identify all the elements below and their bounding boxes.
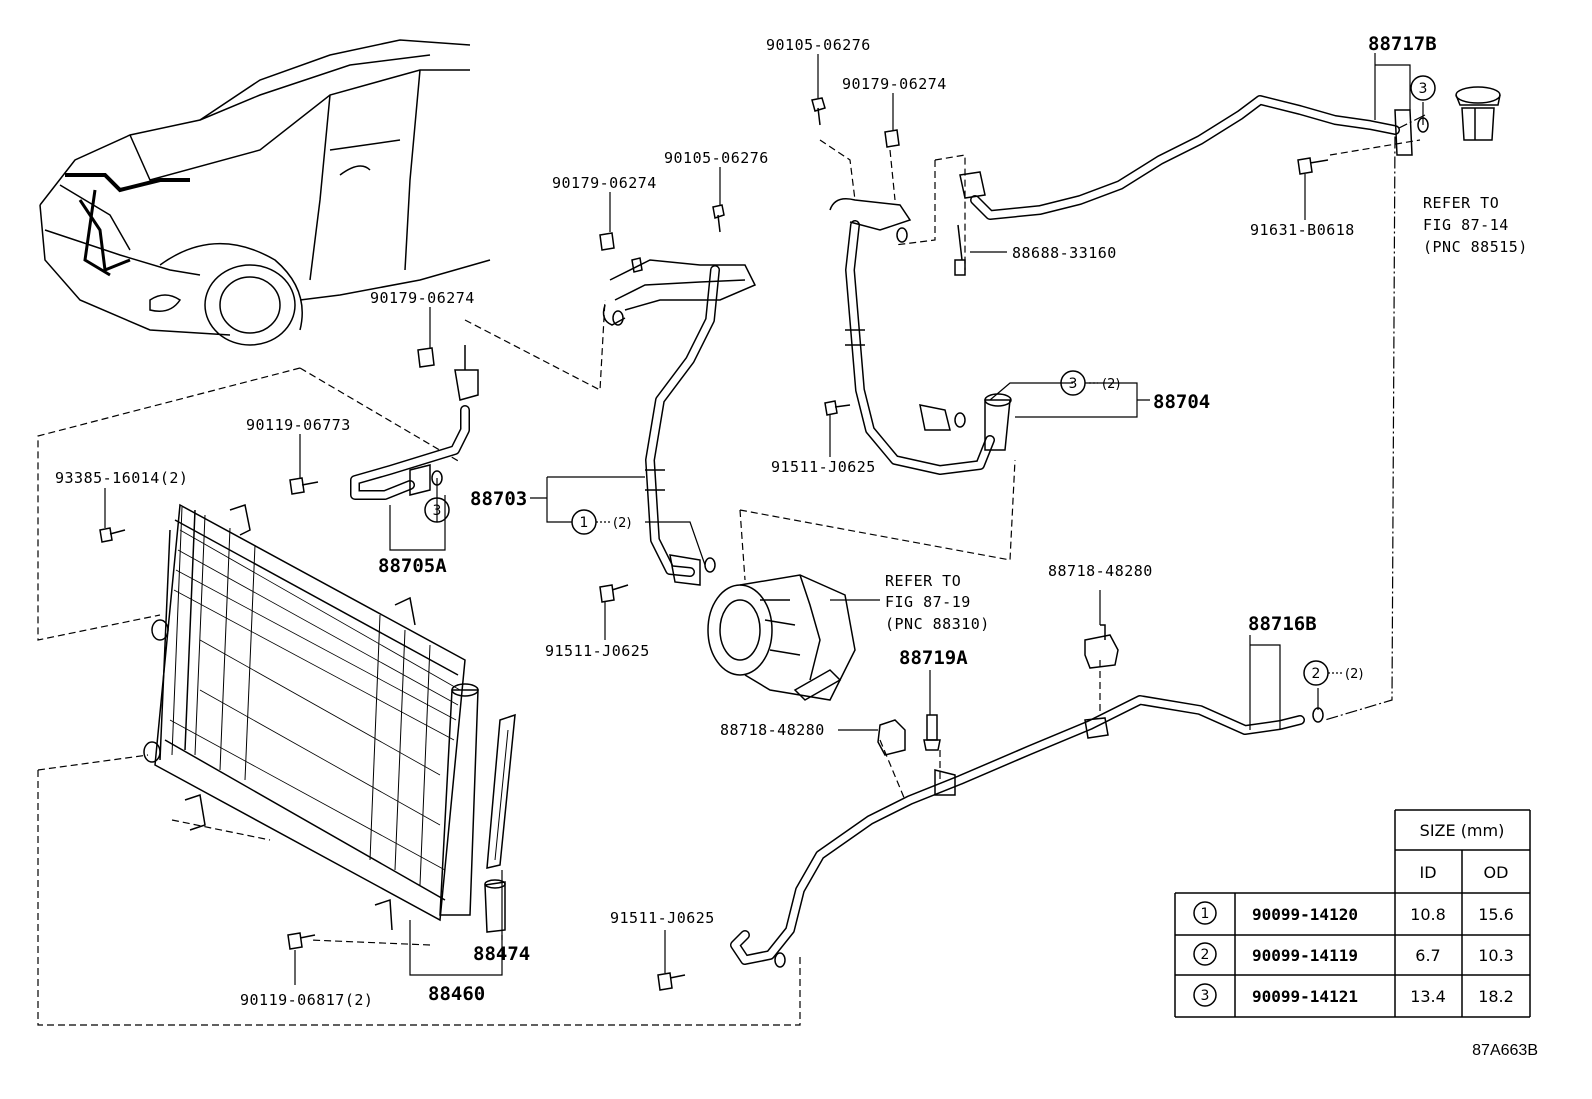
- bolt-icon: [631, 257, 643, 273]
- ref-comp-line2: FIG 87-19: [885, 593, 971, 611]
- bolt-icon: [824, 400, 851, 416]
- circled-marks: 3 3 (2) 1 (2) 3 2 (2): [424, 75, 1436, 686]
- label-88703[interactable]: 88703: [470, 488, 527, 510]
- expansion-valve: [1455, 86, 1501, 141]
- label-90179-06274-top[interactable]: 90179-06274: [842, 75, 947, 93]
- table-row-mark: 1: [1201, 906, 1210, 922]
- qty-88703: (2): [613, 516, 631, 531]
- small-fittings: [877, 224, 1119, 756]
- ref-evap-line1: REFER TO: [1423, 194, 1499, 212]
- label-90119-06817[interactable]: 90119-06817(2): [240, 991, 373, 1009]
- svg-text:3: 3: [1069, 376, 1078, 392]
- table-row-od: 10.3: [1478, 946, 1514, 965]
- label-93385-16014[interactable]: 93385-16014(2): [55, 469, 188, 487]
- svg-text:1: 1: [580, 515, 589, 531]
- label-88717B[interactable]: 88717B: [1368, 33, 1437, 55]
- label-90105-06276-top[interactable]: 90105-06276: [766, 36, 871, 54]
- svg-text:3: 3: [1419, 81, 1428, 97]
- table-row-part[interactable]: 90099-14121: [1252, 987, 1358, 1006]
- ref-evap-line2: FIG 87-14: [1423, 216, 1509, 234]
- label-91511-J0625-bottom[interactable]: 91511-J0625: [610, 909, 715, 927]
- label-91511-J0625-right[interactable]: 91511-J0625: [771, 458, 876, 476]
- vehicle-illustration: [39, 39, 491, 346]
- table-row: 2 90099-14119 6.7 10.3: [1193, 942, 1514, 966]
- table-header-size: SIZE (mm): [1420, 821, 1505, 840]
- ref-note-evaporator: REFER TO FIG 87-14 (PNC 88515): [1423, 194, 1528, 256]
- table-row-part[interactable]: 90099-14120: [1252, 905, 1358, 924]
- bolt-icon: [287, 932, 316, 950]
- label-88460[interactable]: 88460: [428, 983, 485, 1005]
- bolt-icon: [289, 477, 319, 495]
- liquid-tube-88705A: [350, 345, 479, 500]
- table-row-id: 13.4: [1410, 987, 1446, 1006]
- label-91511-J0625-mid[interactable]: 91511-J0625: [545, 642, 650, 660]
- bolt-icon: [599, 584, 629, 603]
- svg-text:3: 3: [433, 503, 442, 519]
- label-90119-06773[interactable]: 90119-06773: [246, 416, 351, 434]
- circle-mark-88703: 1 (2): [571, 509, 631, 535]
- receiver-dryer: [439, 683, 516, 933]
- label-91631-B0618[interactable]: 91631-B0618: [1250, 221, 1355, 239]
- table-row-mark: 3: [1201, 988, 1210, 1004]
- qty-88704: (2): [1102, 377, 1120, 392]
- label-88474[interactable]: 88474: [473, 943, 530, 965]
- table-row-od: 15.6: [1478, 905, 1514, 924]
- label-88718-48280-left[interactable]: 88718-48280: [720, 721, 825, 739]
- ref-note-compressor: REFER TO FIG 87-19 (PNC 88310): [885, 572, 990, 633]
- bolt-icon: [417, 347, 435, 368]
- table-col-id: ID: [1419, 863, 1436, 882]
- label-88718-48280-right[interactable]: 88718-48280: [1048, 562, 1153, 580]
- circle-mark-88716B: 2 (2): [1303, 660, 1363, 686]
- label-90179-06274-mid[interactable]: 90179-06274: [552, 174, 657, 192]
- bolt-icon: [811, 97, 826, 126]
- table-row-od: 18.2: [1478, 987, 1514, 1006]
- bolts: [99, 97, 1329, 991]
- bolt-icon: [884, 129, 900, 148]
- liquid-tube-88717B: [959, 95, 1413, 220]
- table-col-od: OD: [1484, 863, 1509, 882]
- table-row-id: 6.7: [1415, 946, 1440, 965]
- ref-comp-line3[interactable]: (PNC 88310): [885, 615, 990, 633]
- label-88719A[interactable]: 88719A: [899, 647, 968, 669]
- ref-comp-line1: REFER TO: [885, 572, 961, 590]
- table-row-id: 10.8: [1410, 905, 1446, 924]
- svg-text:2: 2: [1312, 666, 1321, 682]
- bolt-icon: [99, 527, 126, 543]
- bolt-icon: [599, 232, 615, 251]
- callout-labels: 90105-06276 90179-06274 88717B 90105-062…: [55, 33, 1437, 1009]
- label-90105-06276-mid[interactable]: 90105-06276: [664, 149, 769, 167]
- qty-88716B: (2): [1345, 667, 1363, 682]
- label-90179-06274-left[interactable]: 90179-06274: [370, 289, 475, 307]
- o-rings: [431, 117, 1429, 968]
- figure-code: 87A663B: [1472, 1042, 1538, 1059]
- circle-mark-88704: 3 (2): [1060, 370, 1120, 396]
- label-88705A[interactable]: 88705A: [378, 555, 447, 577]
- circle-mark-88717B: 3: [1410, 75, 1436, 101]
- bolt-icon: [1297, 157, 1329, 175]
- leader-lines: [104, 53, 1424, 985]
- label-88704[interactable]: 88704: [1153, 391, 1210, 413]
- circle-mark-88705A: 3: [424, 497, 450, 523]
- bolt-icon: [657, 972, 686, 991]
- ref-evap-line3[interactable]: (PNC 88515): [1423, 238, 1528, 256]
- table-row: 3 90099-14121 13.4 18.2: [1193, 983, 1514, 1007]
- label-88716B[interactable]: 88716B: [1248, 613, 1317, 635]
- table-row-mark: 2: [1201, 947, 1210, 963]
- discharge-hose-88703: [602, 259, 757, 586]
- dashed-boundaries: [37, 114, 1426, 1026]
- suction-hose-88704: [829, 198, 1012, 475]
- o-ring-size-table: SIZE (mm) ID OD 1 90099-14120 10.8 15.6 …: [1174, 809, 1531, 1018]
- table-row: 1 90099-14120 10.8 15.6: [1193, 901, 1514, 925]
- label-88688-33160[interactable]: 88688-33160: [1012, 244, 1117, 262]
- bolt-icon: [712, 204, 725, 233]
- compressor: [707, 574, 856, 701]
- table-row-part[interactable]: 90099-14119: [1252, 946, 1358, 965]
- liquid-tube-88716B: [730, 695, 1305, 965]
- condenser-88460: [143, 503, 466, 931]
